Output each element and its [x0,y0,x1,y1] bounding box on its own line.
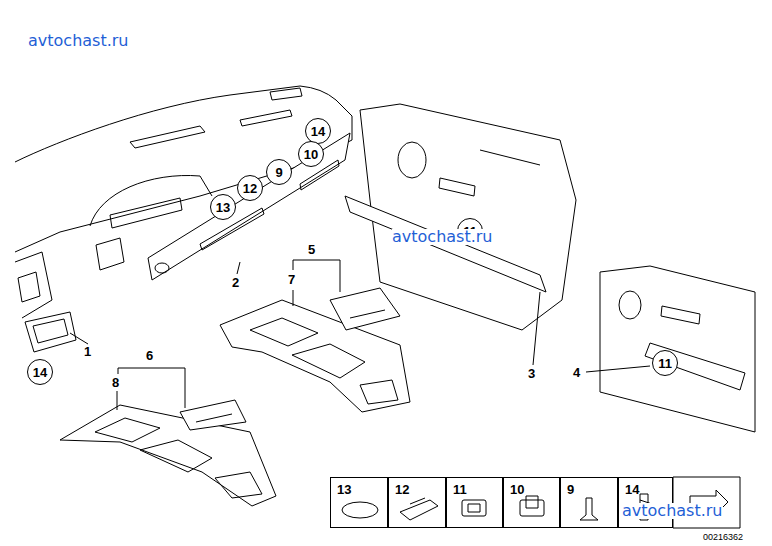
part-number: 2 [232,276,239,289]
callout-circle: 11 [652,350,678,376]
callout-circle: 10 [298,141,324,167]
callout-circle: 12 [237,175,263,201]
legend-cell: 9 [560,477,618,528]
part-number: 8 [112,376,119,389]
callout-number: 14 [311,125,325,138]
part-number: 3 [528,367,535,380]
callout-number: 12 [243,182,257,195]
part-number: 1 [84,345,91,358]
watermark: avtochast.ru [392,229,493,245]
callout-number: 10 [304,148,318,161]
callout-number: 9 [567,483,574,496]
callout-circle: 14 [27,359,53,385]
callout-number: 11 [453,483,467,496]
watermark: avtochast.ru [28,33,129,49]
callout-number: 14 [33,366,47,379]
legend-cell: 12 [388,477,446,528]
callout-number: 12 [395,483,409,496]
callout-number: 13 [337,483,351,496]
callout-number: 11 [658,357,672,370]
callout-number: 13 [216,201,230,214]
legend-cell: 13 [330,477,388,528]
callout-number: 10 [510,483,524,496]
legend-cell: 11 [446,477,503,528]
part-number: 7 [288,273,295,286]
callout-circle: 9 [266,159,292,185]
part-number: 4 [573,366,580,379]
callout-number: 14 [625,483,639,496]
part-number: 6 [146,349,153,362]
callout-circle: 13 [210,194,236,220]
callout-number: 9 [275,166,282,179]
legend-cell: 10 [503,477,560,528]
watermark: avtochast.ru [622,503,723,519]
part-number: 5 [308,243,315,256]
diagram-code: 00216362 [703,533,743,542]
